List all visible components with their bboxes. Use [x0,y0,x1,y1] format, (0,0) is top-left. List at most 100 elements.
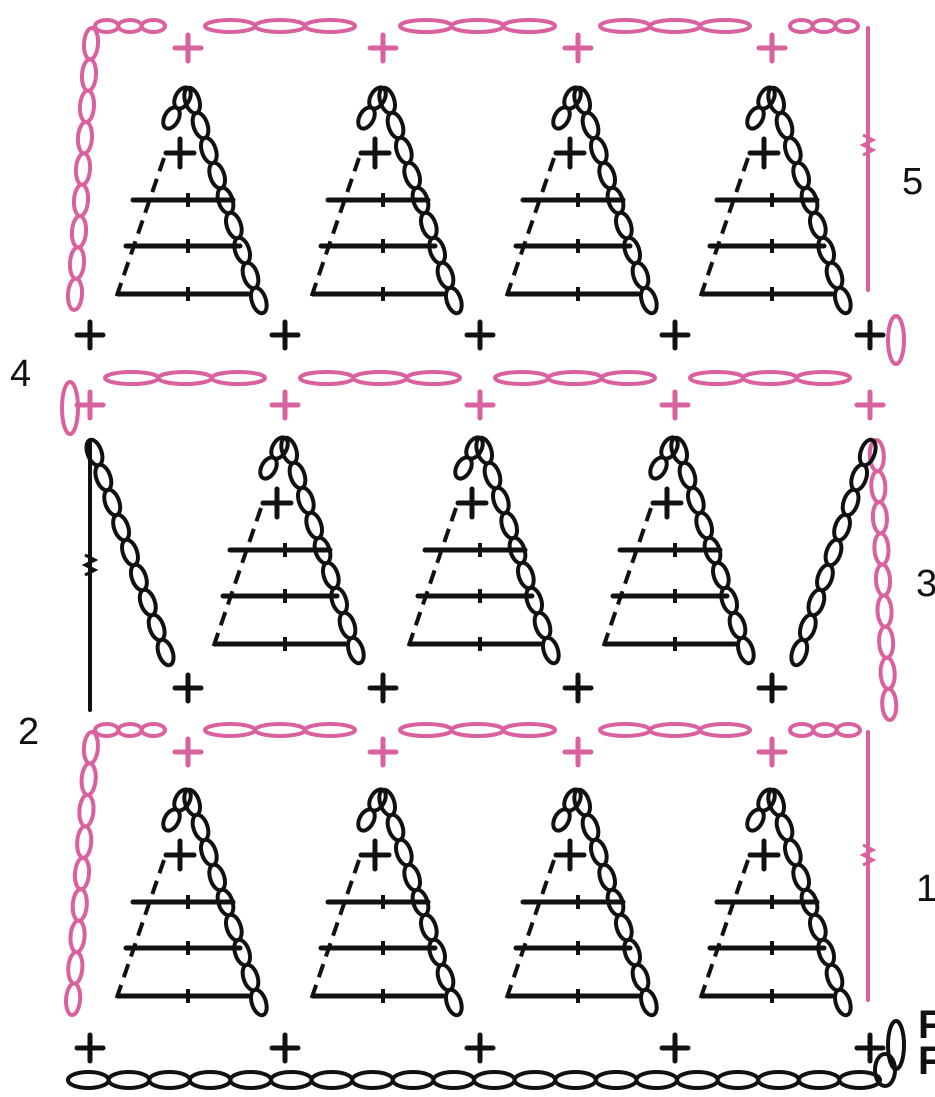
chain-stitch-symbol [356,807,377,833]
chain-stitch-symbol [427,235,448,266]
chain-stitch-symbol [248,285,269,316]
chain-stitch-symbol [685,485,706,516]
chain-stitch-symbol [857,437,878,468]
chain-stitch-symbol [810,18,838,34]
chain-stitch-symbol [443,285,464,316]
chain-stitch-symbol [789,637,810,668]
chain-stitch-symbol [791,862,812,893]
stitch-fan [698,787,853,1018]
chain-stitch-symbol [81,729,100,766]
fan-left-top [745,85,777,131]
chain-stitch-symbol [648,455,669,481]
single-crochet-symbol [756,672,788,704]
chain-stitch-symbol [797,612,818,643]
chain-stitch-symbol [66,950,85,986]
single-crochet-symbol [455,486,489,520]
chain-stitch-symbol [501,18,558,34]
chain-stitch-symbol [824,260,845,291]
chain-stitch-symbol [209,370,267,386]
chain-stitch-symbol [203,722,257,738]
chain-stitch-symbol [287,460,308,491]
chain-stitch-symbol [329,585,350,616]
single-crochet-symbol [854,1032,886,1064]
chain-stitch-symbol [788,722,816,738]
chain-stitch-symbol [638,285,659,316]
chain-stitch-symbol [873,562,893,598]
single-crochet-symbol [659,389,691,421]
row-4-start-chain [60,380,80,436]
chain-stitch-symbol [72,855,92,892]
stitch-fan [601,435,756,666]
chain-stitch-symbol [512,1070,558,1090]
top-chain-row-2 [203,722,357,738]
single-crochet-symbol [367,736,399,768]
chain-stitch-symbol [490,485,511,516]
chain-stitch-symbol [791,160,812,191]
chain-stitch-symbol [120,537,140,568]
chain-stitch-symbol [223,912,244,943]
row-1-turning-chain [64,729,100,1018]
chain-stitch-symbol [102,487,123,518]
single-crochet-symbol [74,1032,106,1064]
chain-stitch-symbol [869,469,888,505]
foundation-end-loop [873,1052,897,1088]
chain-stitch-symbol [223,210,244,241]
chain-stitch-symbol [745,105,766,131]
single-crochet-symbol [854,319,886,351]
fan-left-edge [698,157,750,299]
chain-stitch-symbol [796,1070,842,1090]
chain-stitch-symbol [622,235,643,266]
chain-stitch-symbol [431,1070,477,1090]
fan-left-edge [504,157,556,299]
single-crochet-symbol [659,319,691,351]
chain-stitch-symbol [698,722,752,738]
black-stitch-layer [66,85,906,1090]
top-chain-row-2 [598,722,752,738]
turning-chain-marker [859,843,877,867]
single-crochet-symbol [367,672,399,704]
stitch-fan [211,435,366,666]
single-crochet-symbol [854,389,886,421]
chain-stitch-symbol [745,807,766,833]
single-crochet-symbol [163,136,197,170]
chain-stitch-symbol [240,260,261,291]
chain-stitch-symbol [715,1070,761,1090]
chain-stitch-symbol [269,1070,314,1090]
chain-stitch-symbol [553,1070,598,1090]
single-crochet-symbol [464,389,496,421]
chain-stitch-symbol [815,562,835,593]
single-crochet-symbol [464,319,496,351]
top-chain-row-4 [103,370,267,386]
chain-stitch-symbol [694,510,715,541]
chain-stitch-symbol [75,119,95,156]
fan-left-top [551,85,583,131]
chain-stitch-symbol [593,1070,639,1090]
chain-stitch-symbol [435,260,456,291]
chain-stitch-symbol [303,722,357,738]
fan-left-top [161,787,193,833]
chain-stitch-symbol [588,837,609,868]
single-crochet-symbol [553,838,587,872]
chain-stitch-symbol [139,18,167,34]
chain-stitch-symbol [811,722,839,738]
single-crochet-symbol [269,1032,301,1064]
chain-stitch-symbol [782,135,803,166]
chain-stitch-symbol [232,235,253,266]
chain-stitch-symbol [79,761,98,797]
chain-stitch-symbol [198,135,219,166]
top-chain-row-2 [93,722,167,738]
chain-stitch-symbol [116,722,144,738]
fan-right-edge [182,787,269,1018]
chain-stitch-symbol [402,862,423,893]
fan-left-top [356,787,388,833]
chain-stitch-symbol [816,937,837,968]
chain-stitch-symbol [258,455,279,481]
chain-stitch-symbol [878,655,897,691]
chain-stitch-symbol [834,722,862,738]
chain-stitch-symbol [111,512,132,543]
chain-stitch-symbol [551,105,572,131]
fan-left-top [356,85,388,131]
chain-stitch-symbol [207,862,228,893]
chain-stitch-symbol [187,1070,233,1090]
